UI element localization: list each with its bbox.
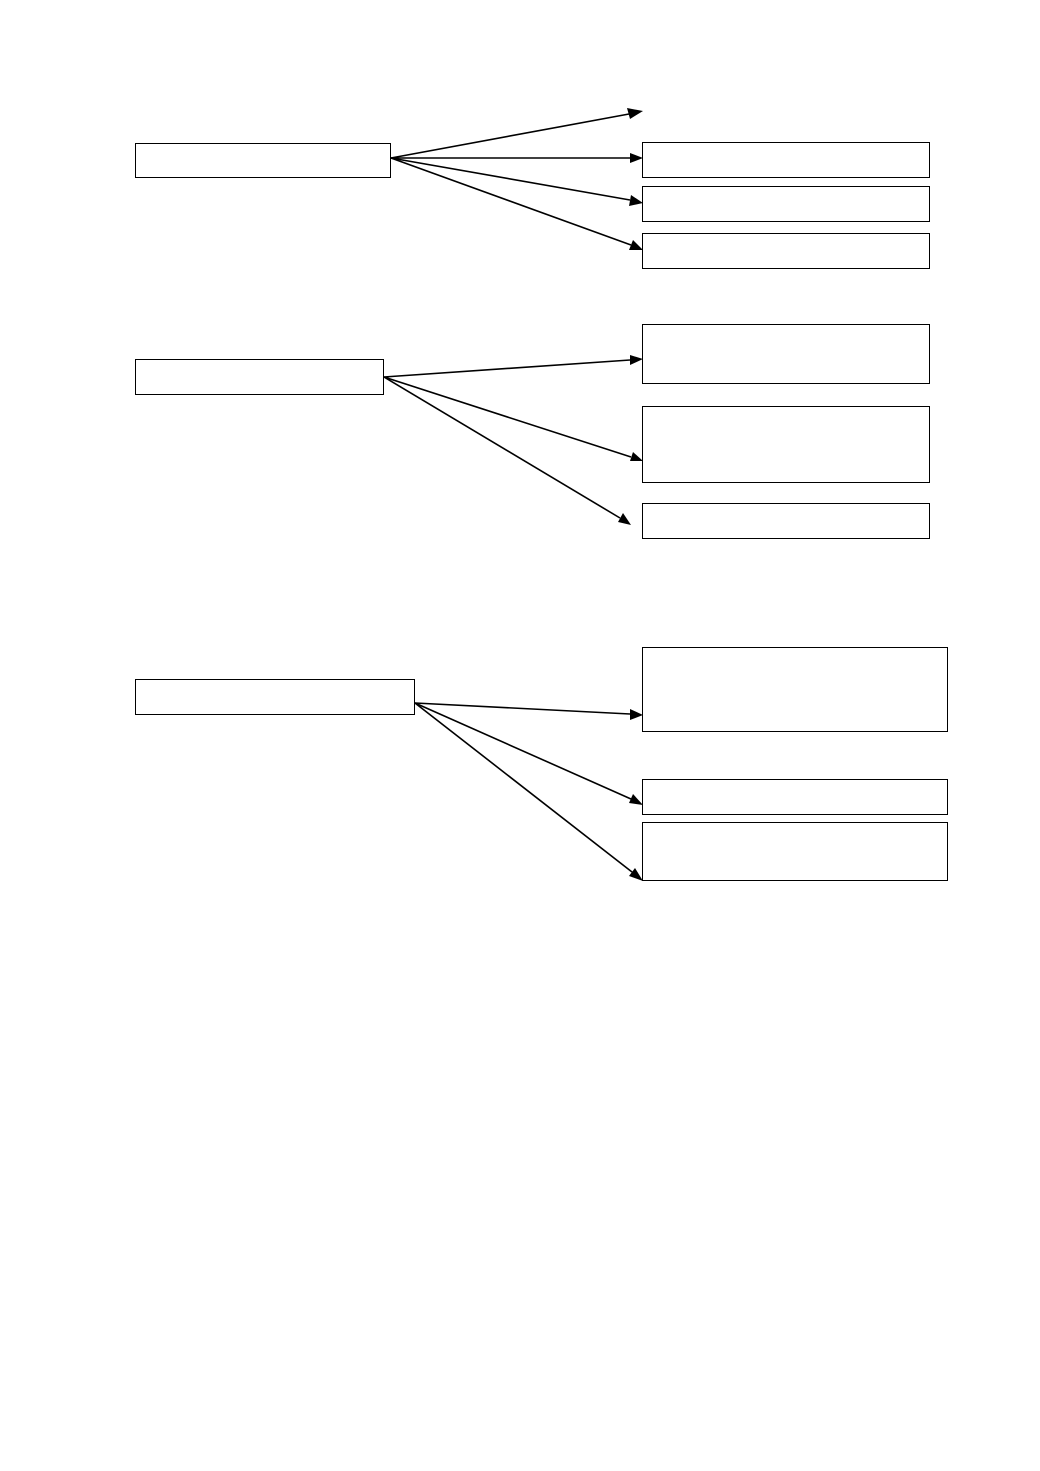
source-box-2 xyxy=(135,359,384,395)
target-box-2-2 xyxy=(642,406,930,483)
target-box-3-3 xyxy=(642,822,948,881)
group-1 xyxy=(135,108,930,269)
group-3 xyxy=(135,647,948,881)
source-box-1 xyxy=(135,143,391,178)
arrow-1-2 xyxy=(391,153,643,163)
source-box-3 xyxy=(135,679,415,715)
arrow-3-1 xyxy=(414,702,643,720)
target-box-2-3 xyxy=(642,503,930,539)
target-box-3-2 xyxy=(642,779,948,815)
arrow-2-1 xyxy=(383,355,643,378)
arrow-1-1 xyxy=(390,108,643,159)
arrow-1-3 xyxy=(390,157,643,206)
target-box-1-2 xyxy=(642,142,930,178)
target-box-3-1 xyxy=(642,647,948,732)
target-box-1-4 xyxy=(642,233,930,269)
arrow-3-3 xyxy=(414,702,643,881)
arrow-2-3 xyxy=(383,376,631,525)
group-2 xyxy=(135,324,930,539)
arrow-2-2 xyxy=(383,376,643,461)
arrow-3-2 xyxy=(414,702,643,805)
target-box-1-3 xyxy=(642,186,930,222)
target-box-2-1 xyxy=(642,324,930,384)
arrow-1-4 xyxy=(390,157,643,250)
